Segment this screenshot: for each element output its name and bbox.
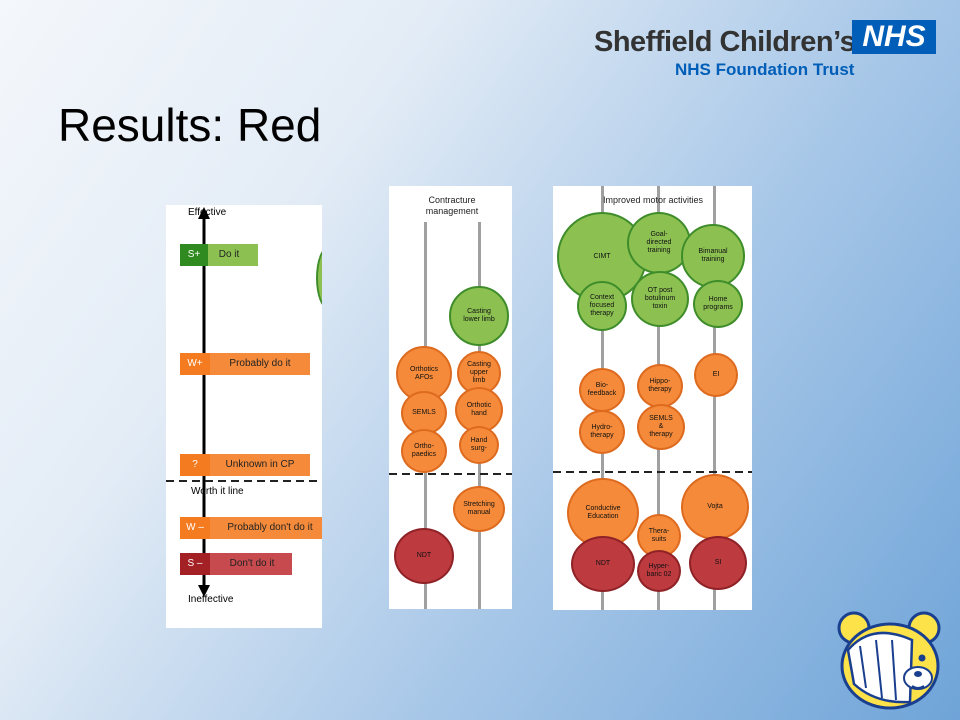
legend-panel: Effective S+ Do it W+ Probably do it ? U… <box>166 205 322 628</box>
node-ndt: NDT <box>571 536 635 592</box>
node-si: SI <box>689 536 747 590</box>
grade-code: S – <box>180 553 210 575</box>
worth-it-line-label: Worth it line <box>191 486 244 497</box>
grade-weak-negative: W – Probably don't do it <box>180 517 322 539</box>
motor-panel: Improved motor activities CIMT Goal- dir… <box>553 186 752 610</box>
node-goal-directed-training: Goal- directed training <box>627 212 691 274</box>
worth-it-line <box>553 471 752 473</box>
grade-text: Unknown in CP <box>225 459 295 470</box>
brand-trust: NHS Foundation Trust <box>675 60 855 79</box>
node-hydrotherapy: Hydro- therapy <box>579 410 625 454</box>
grade-unknown: ? Unknown in CP <box>180 454 310 476</box>
node-hyperbaric-02: Hyper- baric 02 <box>637 550 681 592</box>
node-bimanual-training: Bimanual training <box>681 224 745 288</box>
column-header: Improved motor activities <box>602 195 704 205</box>
node-orthopaedics: Ortho- paedics <box>401 429 447 473</box>
grade-code: W – <box>180 517 210 539</box>
node-home-programs: Home programs <box>693 280 743 328</box>
worth-it-line <box>389 473 512 475</box>
bear-mascot-icon <box>837 611 941 710</box>
grade-strong-negative: S – Don't do it <box>180 553 292 575</box>
node-hand-surgery: Hand surg- <box>459 426 499 464</box>
node-ei: EI <box>694 353 738 397</box>
grade-text: Do it <box>218 249 240 260</box>
node-hippotherapy: Hippo- therapy <box>637 364 683 408</box>
grade-weak-positive: W+ Probably do it <box>180 353 310 375</box>
brand-name: Sheffield Children’s <box>594 26 856 58</box>
grade-text: Don't do it <box>229 558 275 569</box>
trust-logo: Sheffield Children’s NHS NHS Foundation … <box>594 20 944 82</box>
grade-text: Probably do it <box>229 358 291 369</box>
slide-title: Results: Red <box>58 99 322 151</box>
column-header: Contracture management <box>425 195 479 216</box>
node-semls-therapy: SEMLS & therapy <box>637 404 685 450</box>
contracture-panel: Contracture management Casting lower lim… <box>389 186 512 609</box>
grade-code: W+ <box>180 353 210 375</box>
grade-strong-positive: S+ Do it <box>180 244 258 266</box>
ineffective-label: Ineffective <box>188 594 234 605</box>
node-context-focused-therapy: Context focused therapy <box>577 281 627 331</box>
node-orthotic-hand: Orthotic hand <box>455 387 503 433</box>
grade-code: S+ <box>180 244 208 266</box>
nhs-badge: NHS <box>852 20 936 54</box>
grade-code: ? <box>180 454 210 476</box>
node-casting-lower-limb: Casting lower limb <box>449 286 509 346</box>
node-vojta: Vojta <box>681 474 749 540</box>
effective-label: Effective <box>188 207 227 218</box>
node-ndt: NDT <box>394 528 454 584</box>
node-biofeedback: Bio- feedback <box>579 368 625 412</box>
node-stretching-manual: Stretching manual <box>453 486 505 532</box>
node-ot-post-botulinum-toxin: OT post botulinum toxin <box>631 271 689 327</box>
grade-text: Probably don't do it <box>227 522 313 533</box>
column-line <box>713 186 716 610</box>
